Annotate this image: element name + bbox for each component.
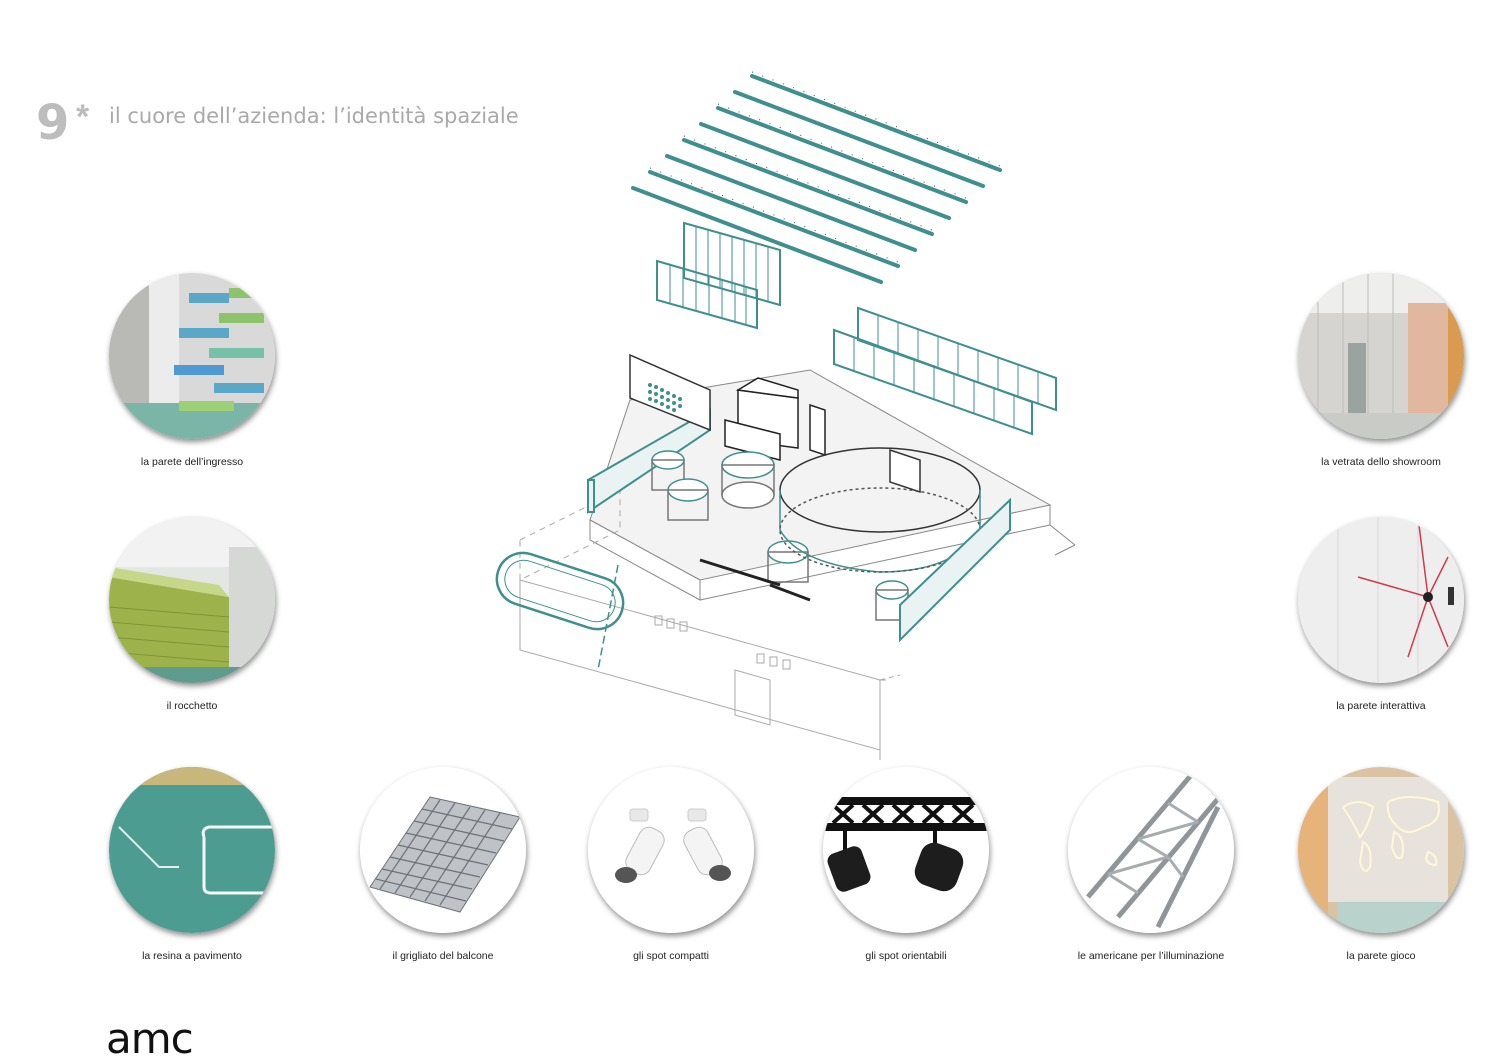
page-title: il cuore dell’azienda: l’identità spazia… [109,104,519,128]
compact-spotlights-photo [588,767,754,933]
exploded-axonometric-drawing [480,60,1100,760]
item-label: la vetrata dello showroom [1321,456,1441,468]
glass-panels-right [833,306,1057,436]
balcony-grating-photo [360,767,526,933]
asterisk-icon: * [76,98,90,136]
spools [651,450,909,621]
item-balcony-grating: il grigliato del balcone [343,767,543,962]
item-label: le americane per l’illuminazione [1077,950,1225,962]
item-interactive-wall: la parete interattiva [1281,517,1481,712]
item-entrance-wall: la parete dell’ingresso [92,273,292,468]
entrance-tube [495,551,625,671]
adjustable-spotlights-photo [823,767,989,933]
item-label: la parete interattiva [1336,700,1426,712]
interactive-wall-photo [1298,517,1464,683]
building-volume [519,489,890,760]
item-play-wall: la parete gioco [1281,767,1481,962]
item-label: la resina a pavimento [142,950,242,962]
item-label: il grigliato del balcone [392,950,494,962]
amc-logo: amc [106,1014,194,1063]
item-spool: il rocchetto [92,517,292,712]
page-number: 9 [36,95,70,151]
item-adjustable-spotlights: gli spot orientabili [806,767,1006,962]
item-label: gli spot orientabili [865,950,947,962]
item-showroom-glazing: la vetrata dello showroom [1281,273,1481,468]
showroom-glazing-photo [1298,273,1464,439]
entrance-wall [629,353,711,432]
box-structure [724,377,826,461]
item-compact-spotlights: gli spot compatti [571,767,771,962]
roof-rails [631,74,1002,284]
spool-photo [109,517,275,683]
resin-floor-photo [109,767,275,933]
item-lighting-truss: le americane per l’illuminazione [1051,767,1251,962]
item-resin-floor: la resina a pavimento [92,767,292,962]
item-label: il rocchetto [166,700,218,712]
lighting-truss-photo [1068,767,1234,933]
glass-panels-left [656,221,781,330]
entrance-wall-photo [109,273,275,439]
item-label: gli spot compatti [633,950,709,962]
play-wall-photo [1298,767,1464,933]
item-label: la parete gioco [1346,950,1416,962]
item-label: la parete dell’ingresso [140,456,244,468]
